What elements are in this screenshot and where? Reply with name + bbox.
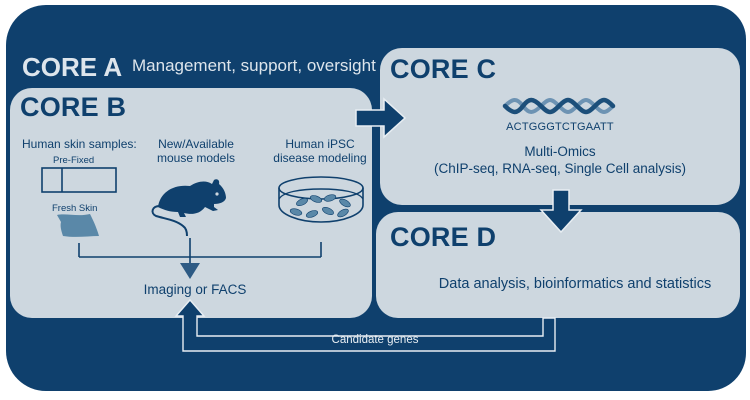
arrow-c-to-d [539,189,583,234]
arrow-b-to-c [355,97,407,139]
fresh-skin-label: Fresh Skin [52,203,98,214]
petri-dish-icon [278,176,364,223]
merge-arrowhead [180,263,200,279]
feedback-arrow [174,298,556,352]
mouse-models-label-line1: New/Available [158,137,234,151]
dna-helix-icon [502,97,616,115]
fresh-skin-icon [57,214,99,237]
core-d-title: CORE D [390,222,497,252]
pre-fixed-label: Pre-Fixed [53,155,95,166]
imaging-facs-label: Imaging or FACS [143,282,247,297]
core-c-box: CORE C [380,48,740,205]
core-a-description: Management, support, oversight [132,56,376,75]
ipsc-label-line1: Human iPSC [285,137,355,151]
pre-fixed-slide-icon [41,167,117,193]
ipsc-label: Human iPSC disease modeling [272,137,368,165]
core-d-description: Data analysis, bioinformatics and statis… [438,276,712,292]
multi-omics-methods: (ChIP-seq, RNA-seq, Single Cell analysis… [433,161,687,176]
dna-sequence: ACTGGGTCTGAATT [506,121,614,133]
multi-omics-title: Multi-Omics [524,144,596,159]
skin-samples-label: Human skin samples: [22,137,137,151]
core-b-title: CORE B [20,92,127,122]
mouse-models-label: New/Available mouse models [156,137,236,165]
core-c-title: CORE C [390,54,497,84]
ipsc-label-line2: disease modeling [273,151,367,165]
candidate-genes-label: Candidate genes [331,334,419,346]
core-a-title: CORE A [22,52,123,82]
mouse-icon [151,179,226,237]
mouse-models-label-line2: mouse models [156,151,236,165]
merge-connector [78,238,322,263]
